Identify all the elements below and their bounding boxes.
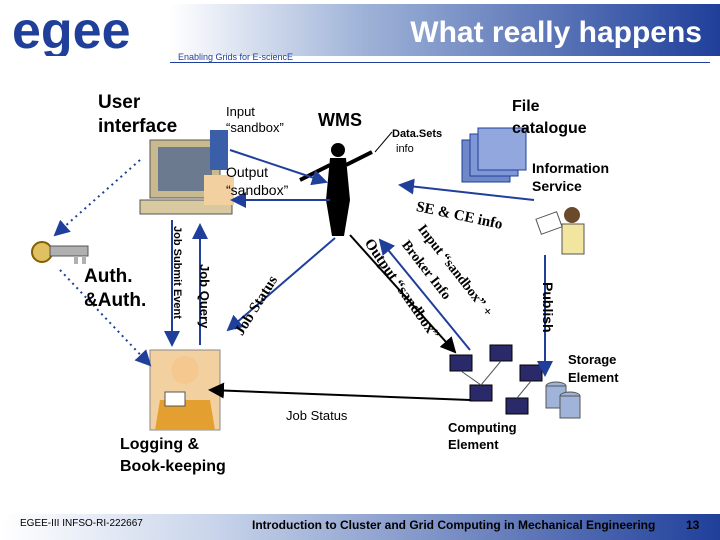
input-sandbox-label-2: “sandbox”	[226, 120, 284, 135]
file-catalogue-icon	[461, 127, 527, 183]
title-bar: What really happens	[170, 4, 720, 56]
datasets-info-label-2: info	[396, 143, 414, 155]
information-service-icon	[535, 207, 585, 255]
file-catalogue-label-2: catalogue	[512, 120, 587, 137]
key-icon	[31, 241, 89, 264]
logging-person-icon	[149, 349, 221, 431]
job-submit-event-label: Job Submit Event	[171, 226, 183, 319]
header: What really happens egee	[0, 0, 720, 56]
computing-element-label-2: Element	[448, 437, 499, 452]
information-service-label-1: Information	[532, 160, 609, 176]
egee-logo: egee	[12, 4, 131, 56]
wms-person-icon	[299, 143, 373, 236]
publish-label: Publish	[540, 282, 556, 333]
auth-label-1: Auth.	[84, 266, 133, 287]
output-sandbox-label-1: Output	[226, 164, 269, 180]
auth-label-2: &Auth.	[84, 290, 147, 311]
storage-element-label-2: Element	[568, 370, 619, 385]
user-computer-icon	[139, 130, 234, 215]
job-query-label: Job Query	[197, 264, 212, 329]
input-sandbox-label-1: Input	[226, 104, 255, 119]
header-divider	[170, 62, 710, 63]
footer-course-title: Introduction to Cluster and Grid Computi…	[252, 518, 656, 532]
footer	[0, 514, 720, 540]
storage-element-icon	[545, 381, 581, 419]
computing-element-label-1: Computing	[448, 420, 517, 435]
page-title: What really happens	[410, 16, 702, 49]
arrows	[53, 131, 553, 401]
tagline: Enabling Grids for E-sciencE	[178, 52, 294, 62]
file-catalogue-label-1: File	[512, 98, 540, 115]
logo-text: egee	[12, 4, 131, 56]
wms-label: WMS	[318, 110, 362, 130]
logging-label-2: Book-keeping	[120, 458, 226, 475]
logging-label-1: Logging &	[120, 436, 200, 453]
footer-project-id: EGEE-III INFSO-RI-222667	[20, 518, 143, 529]
information-service-label-2: Service	[532, 178, 582, 194]
user-interface-label-1: User	[98, 92, 141, 113]
output-sandbox-label-2: “sandbox”	[226, 182, 289, 198]
job-status-label: Job Status	[286, 408, 348, 423]
computing-element-icon	[449, 344, 543, 415]
datasets-info-label-1: Data.Sets	[392, 128, 443, 140]
user-interface-label-2: interface	[98, 116, 178, 137]
storage-element-label-1: Storage	[568, 352, 617, 367]
page-number: 13	[686, 518, 700, 532]
